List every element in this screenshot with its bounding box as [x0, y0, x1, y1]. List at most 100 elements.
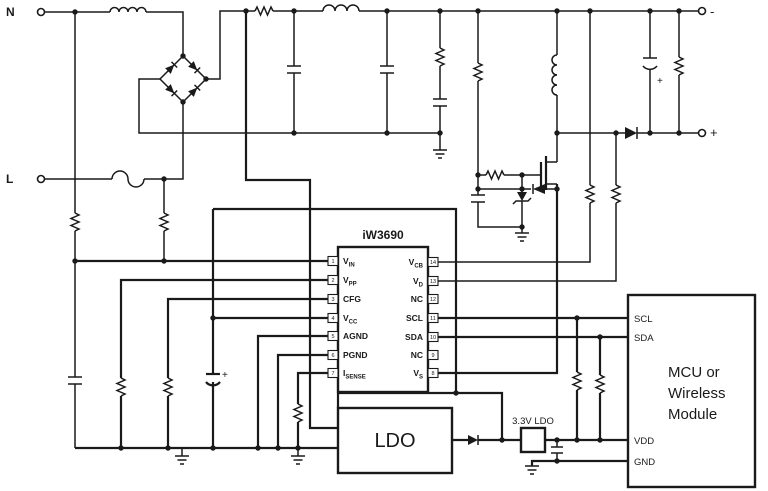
- ic-right-pin-labels: VCB VD NC SCL SDA NC VS: [405, 257, 424, 381]
- svg-text:VCC: VCC: [343, 313, 358, 326]
- bridge-diode-icon: [188, 84, 201, 97]
- label-line: L: [6, 172, 13, 186]
- junction-dots: [72, 8, 682, 464]
- diode-icon: [468, 435, 479, 445]
- svg-text:VD: VD: [413, 276, 424, 289]
- capacitor: [287, 65, 301, 74]
- inductor-n-line: [109, 6, 147, 13]
- terminal-out-pos: [697, 128, 707, 138]
- ac-input-wires: [45, 6, 184, 188]
- mcu-title-line1: MCU or: [668, 364, 720, 381]
- svg-text:6: 6: [331, 353, 334, 359]
- ldo-3v3-label: 3.3V LDO: [512, 416, 554, 427]
- ic-left-pin-boxes: [327, 255, 339, 379]
- svg-text:10: 10: [430, 335, 436, 341]
- gate-drive-network: [471, 11, 557, 242]
- ldo-label: LDO: [374, 430, 415, 452]
- output-stage: [438, 11, 699, 282]
- resistor: [115, 377, 127, 397]
- svg-text:NC: NC: [411, 294, 423, 304]
- resistor-pullup-scl: [571, 371, 583, 391]
- capacitor: [380, 65, 394, 74]
- ground-icon: [433, 149, 447, 159]
- svg-text:1: 1: [331, 259, 334, 265]
- svg-text:8: 8: [431, 371, 434, 377]
- svg-text:SCL: SCL: [406, 313, 423, 323]
- svg-text:7: 7: [331, 371, 334, 377]
- ic-pin-numbers: 1 2 3 4 5 6 7 14 13 12 11 10 9 8: [331, 259, 436, 377]
- ic-right-pin-boxes: [427, 256, 439, 379]
- svg-text:NC: NC: [411, 350, 423, 360]
- diode-icon: [532, 184, 545, 194]
- svg-text:VS: VS: [413, 368, 423, 381]
- electrolytic-capacitor: [642, 57, 658, 71]
- dc-rails: [138, 4, 699, 134]
- svg-text:VCB: VCB: [409, 257, 424, 270]
- polarity-plus: +: [222, 370, 228, 381]
- svg-text:9: 9: [431, 353, 434, 359]
- svg-text:2: 2: [331, 278, 334, 284]
- zener-diode-icon: [512, 192, 532, 205]
- capacitor: [471, 194, 485, 203]
- bridge-diode-icon: [188, 61, 201, 74]
- bridge-diode-icon: [165, 61, 178, 74]
- svg-text:11: 11: [430, 316, 436, 322]
- polarity-plus: +: [657, 76, 663, 87]
- mcu-pin-scl: SCL: [634, 314, 652, 325]
- resistor: [584, 184, 596, 204]
- terminal-neutral: [36, 7, 46, 17]
- label-neutral: N: [6, 5, 15, 19]
- inductor-dc-filter: [322, 4, 360, 12]
- ground-icon: [515, 232, 529, 242]
- mcu-box: [626, 293, 757, 489]
- capacitor: [433, 98, 447, 107]
- svg-text:3: 3: [331, 297, 334, 303]
- svg-text:VIN: VIN: [343, 256, 355, 269]
- capacitor: [551, 446, 563, 454]
- svg-text:13: 13: [430, 279, 436, 285]
- mcu-pin-gnd: GND: [634, 457, 655, 468]
- svg-text:14: 14: [430, 260, 436, 266]
- resistor: [162, 377, 174, 397]
- svg-text:12: 12: [430, 297, 436, 303]
- ldo-3v3-box: [519, 426, 547, 454]
- resistor: [434, 47, 446, 67]
- electrolytic-capacitor: [205, 372, 221, 387]
- capacitor: [68, 376, 82, 385]
- bridge-diode-icon: [165, 84, 178, 97]
- svg-text:SDA: SDA: [405, 332, 423, 342]
- diode-icon: [625, 127, 638, 139]
- mcu-title-line3: Module: [668, 406, 717, 423]
- bridge-rectifier: [158, 54, 208, 104]
- mcu-pin-sda: SDA: [634, 333, 654, 344]
- ldo-section: [452, 426, 628, 475]
- terminal-line: [36, 174, 46, 184]
- ic-body: [336, 245, 430, 394]
- ic-title: iW3690: [362, 228, 404, 242]
- fuse-l-line: [111, 170, 145, 188]
- svg-text:PGND: PGND: [343, 350, 368, 360]
- svg-text:5: 5: [331, 334, 334, 340]
- mcu-title-line2: Wireless: [668, 385, 726, 402]
- label-out-pos: +: [710, 125, 718, 140]
- resistor: [69, 212, 81, 232]
- svg-text:CFG: CFG: [343, 294, 361, 304]
- mosfet: [539, 133, 558, 190]
- ic-left-pin-labels: VIN VPP CFG VCC AGND PGND ISENSE: [343, 256, 368, 381]
- resistor: [158, 212, 170, 232]
- ground-icon: [175, 455, 189, 465]
- resistor: [673, 56, 685, 76]
- resistor: [610, 184, 622, 204]
- resistor-pullup-sda: [594, 374, 606, 394]
- mcu-pin-vdd: VDD: [634, 436, 654, 447]
- ground-icon: [525, 465, 539, 475]
- label-out-neg: -: [710, 4, 714, 19]
- mcu-labels: MCU or Wireless Module SCL SDA VDD GND: [634, 314, 726, 468]
- resistor-top-rail: [254, 5, 274, 17]
- svg-text:4: 4: [331, 316, 334, 322]
- svg-text:VPP: VPP: [343, 275, 357, 288]
- svg-text:ISENSE: ISENSE: [343, 368, 366, 381]
- ground-icon: [291, 455, 305, 465]
